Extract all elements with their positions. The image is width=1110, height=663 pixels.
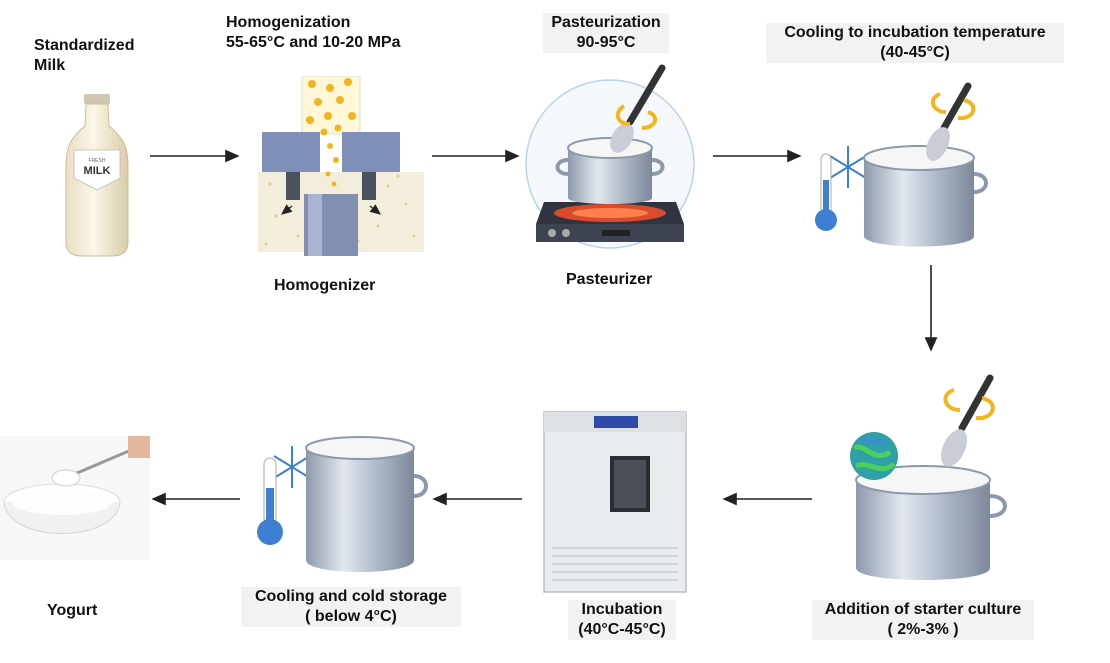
bacteria-culture-icon [850, 432, 898, 480]
snowflake-icon [273, 446, 311, 488]
cold-storage-label: Cooling and cold storage ( below 4°C) [241, 587, 461, 627]
cooling-incubation-label: Cooling to incubation temperature (40-45… [766, 23, 1064, 63]
milk-bottle-icon: FRESH MILK [65, 94, 129, 257]
homogenizer-icon [258, 76, 424, 256]
homogenization-label: Homogenization 55-65°C and 10-20 MPa [226, 14, 401, 51]
homogenizer-device-label: Homogenizer [274, 277, 376, 294]
yogurt-bowl-icon [0, 436, 150, 560]
starter-culture-pot-icon [850, 374, 1007, 580]
cooling-pot-icon [815, 82, 988, 247]
pasteurization-label: Pasteurization 90-95°C [543, 13, 669, 53]
incubator-icon [543, 411, 687, 593]
pasteurizer-icon [525, 64, 695, 249]
bottle-small-text: FRESH [89, 158, 106, 164]
pasteurizer-device-label: Pasteurizer [566, 271, 653, 288]
cold-storage-pot-icon [257, 436, 428, 572]
bottle-label-text: MILK [84, 165, 111, 177]
milk-label: Standardized Milk [34, 37, 135, 74]
incubation-label: Incubation (40°C-45°C) [568, 600, 676, 640]
snowflake-icon [829, 146, 867, 188]
starter-culture-label: Addition of starter culture ( 2%-3% ) [812, 600, 1034, 640]
yogurt-label: Yogurt [47, 602, 98, 619]
